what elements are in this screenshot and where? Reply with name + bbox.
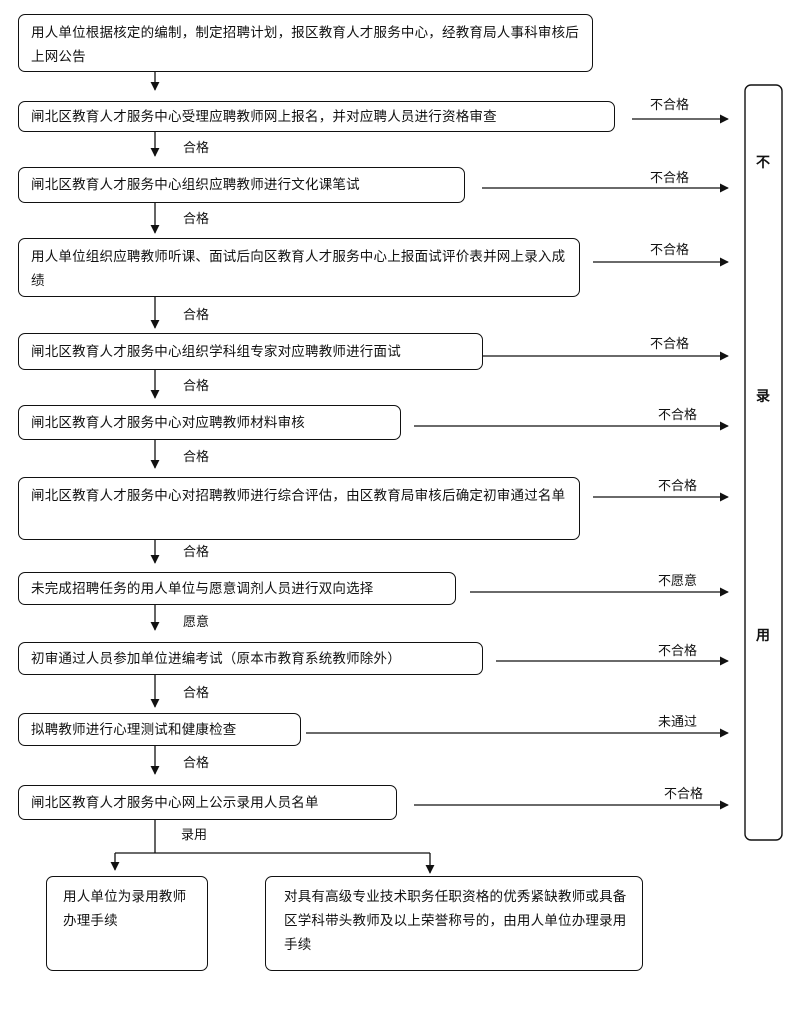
step-6-box: 闸北区教育人才服务中心对应聘教师材料审核 [18,405,401,440]
side-label-10: 不合格 [664,787,704,802]
down-label-8: 合格 [183,686,210,701]
step-11-box: 闸北区教育人才服务中心网上公示录用人员名单 [18,785,397,820]
side-label-9: 未通过 [658,715,698,730]
step-8-box: 未完成招聘任务的用人单位与愿意调剂人员进行双向选择 [18,572,456,605]
outcome-right-box: 对具有高级专业技术职务任职资格的优秀紧缺教师或具备区学科带头教师及以上荣誉称号的… [265,876,643,971]
down-label-4: 合格 [183,379,210,394]
step-1-box: 用人单位根据核定的编制，制定招聘计划，报区教育人才服务中心，经教育局人事科审核后… [18,14,593,72]
reject-char-3: 用 [756,628,770,644]
side-label-3: 不合格 [650,243,690,258]
down-label-1: 合格 [183,141,210,156]
step-5-box: 闸北区教育人才服务中心组织学科组专家对应聘教师进行面试 [18,333,483,370]
outcome-left-box: 用人单位为录用教师办理手续 [46,876,208,971]
down-label-7: 愿意 [183,615,210,630]
side-label-6: 不合格 [658,479,698,494]
step-9-box: 初审通过人员参加单位进编考试（原本市教育系统教师除外） [18,642,483,675]
side-label-2: 不合格 [650,171,690,186]
down-label-3: 合格 [183,308,210,323]
down-label-6: 合格 [183,545,210,560]
reject-box [744,84,783,841]
down-label-9: 合格 [183,756,210,771]
step-10-box: 拟聘教师进行心理测试和健康检查 [18,713,301,746]
down-label-5: 合格 [183,450,210,465]
side-label-7: 不愿意 [658,574,698,589]
side-label-1: 不合格 [650,98,690,113]
step-4-box: 用人单位组织应聘教师听课、面试后向区教育人才服务中心上报面试评价表并网上录入成绩 [18,238,580,297]
side-label-4: 不合格 [650,337,690,352]
down-label-2: 合格 [183,212,210,227]
side-label-5: 不合格 [658,408,698,423]
reject-char-1: 不 [756,155,770,171]
step-2-box: 闸北区教育人才服务中心受理应聘教师网上报名，并对应聘人员进行资格审查 [18,101,615,132]
reject-char-2: 录 [756,389,770,405]
down-label-10: 录用 [181,828,208,843]
step-3-box: 闸北区教育人才服务中心组织应聘教师进行文化课笔试 [18,167,465,203]
step-7-box: 闸北区教育人才服务中心对招聘教师进行综合评估，由区教育局审核后确定初审通过名单 [18,477,580,540]
side-label-8: 不合格 [658,644,698,659]
